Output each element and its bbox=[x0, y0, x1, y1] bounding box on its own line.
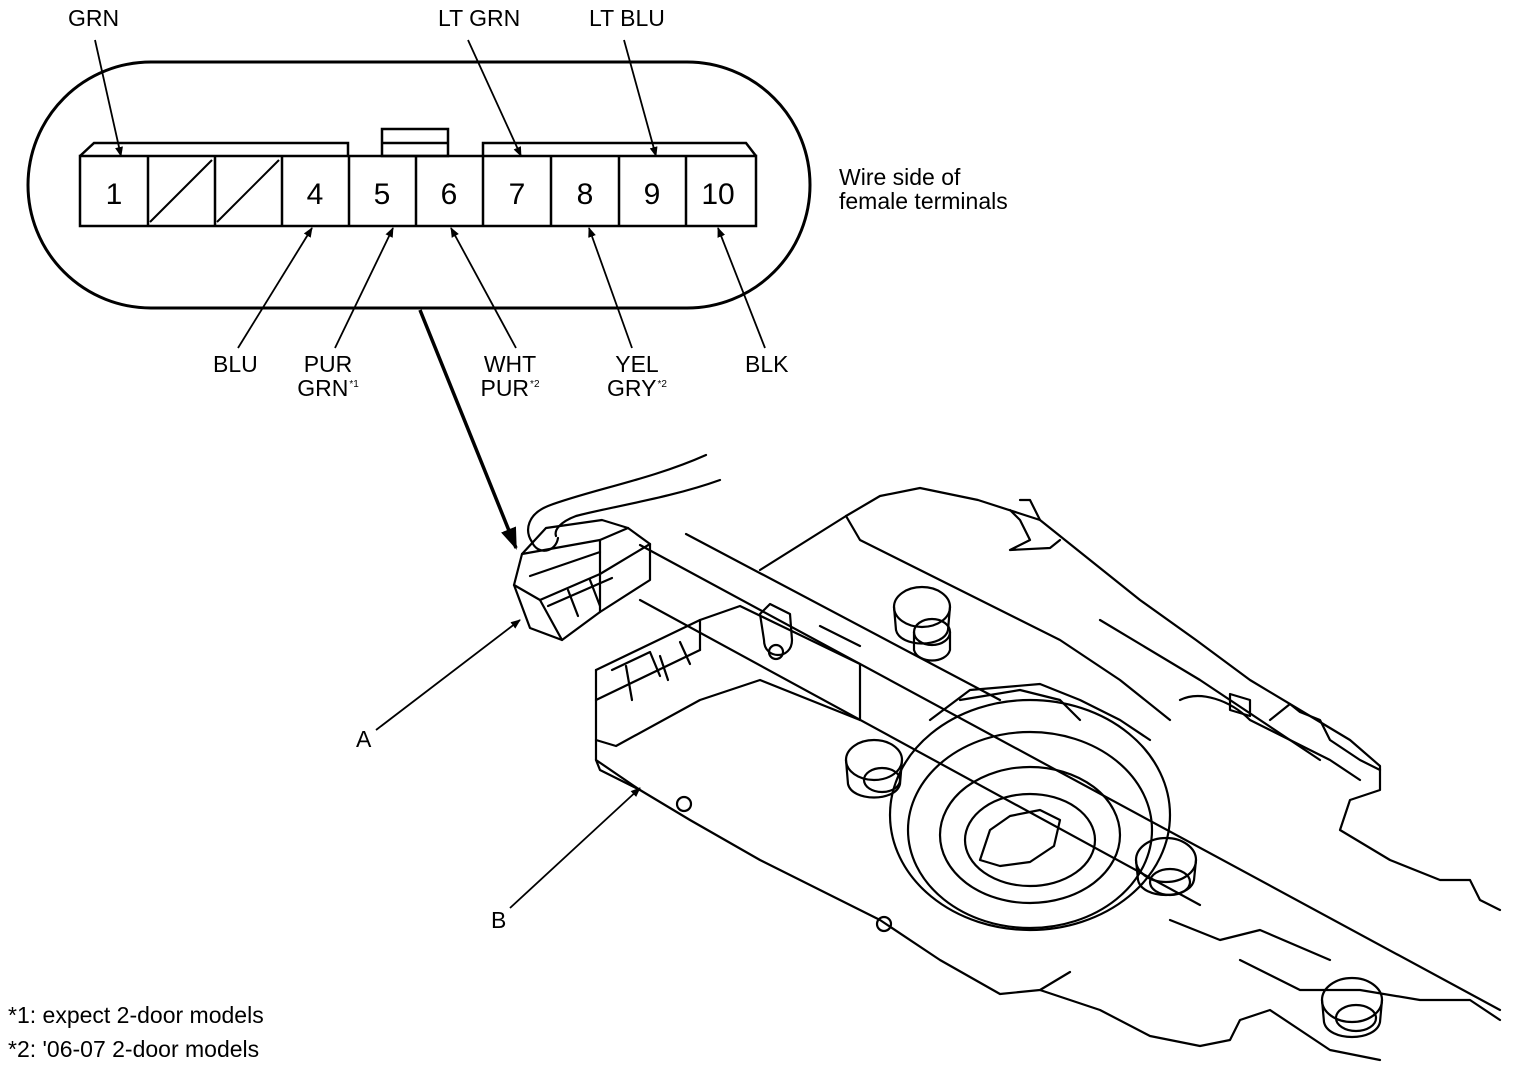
bolt bbox=[1134, 836, 1198, 897]
footnote-ref-1: *1 bbox=[349, 379, 359, 390]
leader-pin-8 bbox=[588, 227, 633, 349]
wire-label-pin6-line2-wrap: PUR*2 bbox=[468, 376, 552, 406]
leader-pin-4 bbox=[237, 227, 313, 349]
leader-a bbox=[375, 619, 521, 731]
pin-number-9: 9 bbox=[644, 178, 661, 211]
wire-label-pin5-line2: GRN bbox=[297, 375, 349, 401]
connector-callout-outline bbox=[26, 60, 812, 310]
callout-pointer-arrow bbox=[418, 309, 518, 550]
wire-label-pin5-line1: PUR bbox=[303, 351, 353, 377]
wire-label-pin8: YEL GRY*2 bbox=[596, 352, 678, 406]
pin-number-4: 4 bbox=[307, 178, 324, 211]
note-line-1: Wire side of bbox=[839, 164, 961, 190]
wire-label-pin6-line1: WHT bbox=[483, 351, 537, 377]
connector-face bbox=[78, 127, 758, 228]
footnote-2: *2: '06-07 2-door models bbox=[8, 1036, 260, 1062]
pin-number-10: 10 bbox=[701, 178, 734, 211]
empty-cavity-3 bbox=[216, 159, 280, 223]
empty-cavity-2 bbox=[149, 159, 213, 223]
leader-pin-5 bbox=[334, 227, 394, 349]
wire-label-pin6-line2: PUR bbox=[480, 375, 530, 401]
note-line-2: female terminals bbox=[839, 188, 1008, 214]
motor-b bbox=[594, 602, 1072, 996]
pin-number-5: 5 bbox=[374, 178, 391, 211]
leader-b bbox=[509, 787, 641, 909]
wire-label-pin8-line1: YEL bbox=[615, 351, 659, 377]
leader-pin-1 bbox=[94, 39, 123, 157]
bolt bbox=[844, 738, 904, 799]
note-wire-side: Wire side of female terminals bbox=[839, 165, 1008, 213]
wire-label-pin1: GRN bbox=[68, 5, 120, 31]
bolt bbox=[1320, 976, 1384, 1039]
power-seat-motor-assembly bbox=[512, 453, 1502, 1062]
leader-pin-10 bbox=[717, 227, 766, 349]
connector-a bbox=[512, 518, 652, 642]
footnote-ref-2: *2 bbox=[530, 379, 540, 390]
pin-number-1: 1 bbox=[106, 178, 123, 211]
callout-label-b: B bbox=[491, 907, 507, 933]
harness-wire bbox=[527, 453, 708, 544]
pin-number-6: 6 bbox=[441, 178, 458, 211]
leader-pin-7 bbox=[467, 39, 522, 157]
footnote-1: *1: expect 2-door models bbox=[8, 1002, 264, 1028]
gear-housing bbox=[888, 682, 1172, 932]
wire-label-pin8-line2-wrap: GRY*2 bbox=[596, 376, 678, 406]
leader-pin-6 bbox=[450, 227, 517, 349]
wire-label-pin5-line2-wrap: GRN*1 bbox=[288, 376, 368, 406]
wire-label-pin7: LT GRN bbox=[438, 5, 521, 31]
wire-label-pin6: WHT PUR*2 bbox=[468, 352, 552, 406]
wire-label-pin8-line2: GRY bbox=[607, 375, 657, 401]
wire-label-pin10: BLK bbox=[745, 351, 789, 377]
harness-wire bbox=[554, 478, 722, 538]
pin-number-7: 7 bbox=[509, 178, 526, 211]
wire-label-pin9: LT BLU bbox=[589, 5, 665, 31]
wire-label-pin4: BLU bbox=[213, 351, 258, 377]
bolt bbox=[892, 585, 952, 662]
callout-label-a: A bbox=[356, 726, 372, 752]
leader-pin-9 bbox=[623, 39, 658, 157]
footnote-ref-2b: *2 bbox=[657, 379, 667, 390]
pin-number-8: 8 bbox=[577, 178, 594, 211]
wire-label-pin5: PUR GRN*1 bbox=[288, 352, 368, 406]
